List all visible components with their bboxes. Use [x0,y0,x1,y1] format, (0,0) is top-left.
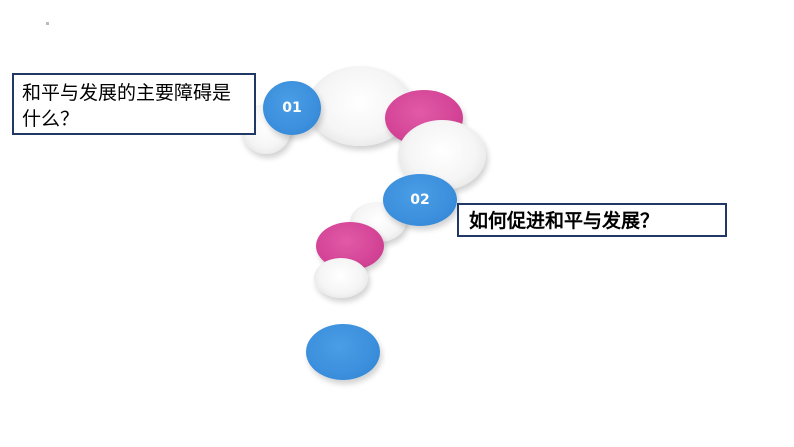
number-01: 01 [282,100,302,116]
bubble-blue-dot [306,324,380,380]
bubble-blue-02 [383,174,457,226]
bubble-white-lower [314,258,368,298]
number-02: 02 [410,192,430,208]
bubble-blue-01 [263,81,321,135]
question-1-text: 和平与发展的主要障碍是什么？ [22,82,232,130]
corner-mark [46,22,49,25]
question-2-box: 如何促进和平与发展？ [457,203,727,237]
question-2-text: 如何促进和平与发展？ [469,210,660,232]
question-1-box: 和平与发展的主要障碍是什么？ [12,73,256,135]
